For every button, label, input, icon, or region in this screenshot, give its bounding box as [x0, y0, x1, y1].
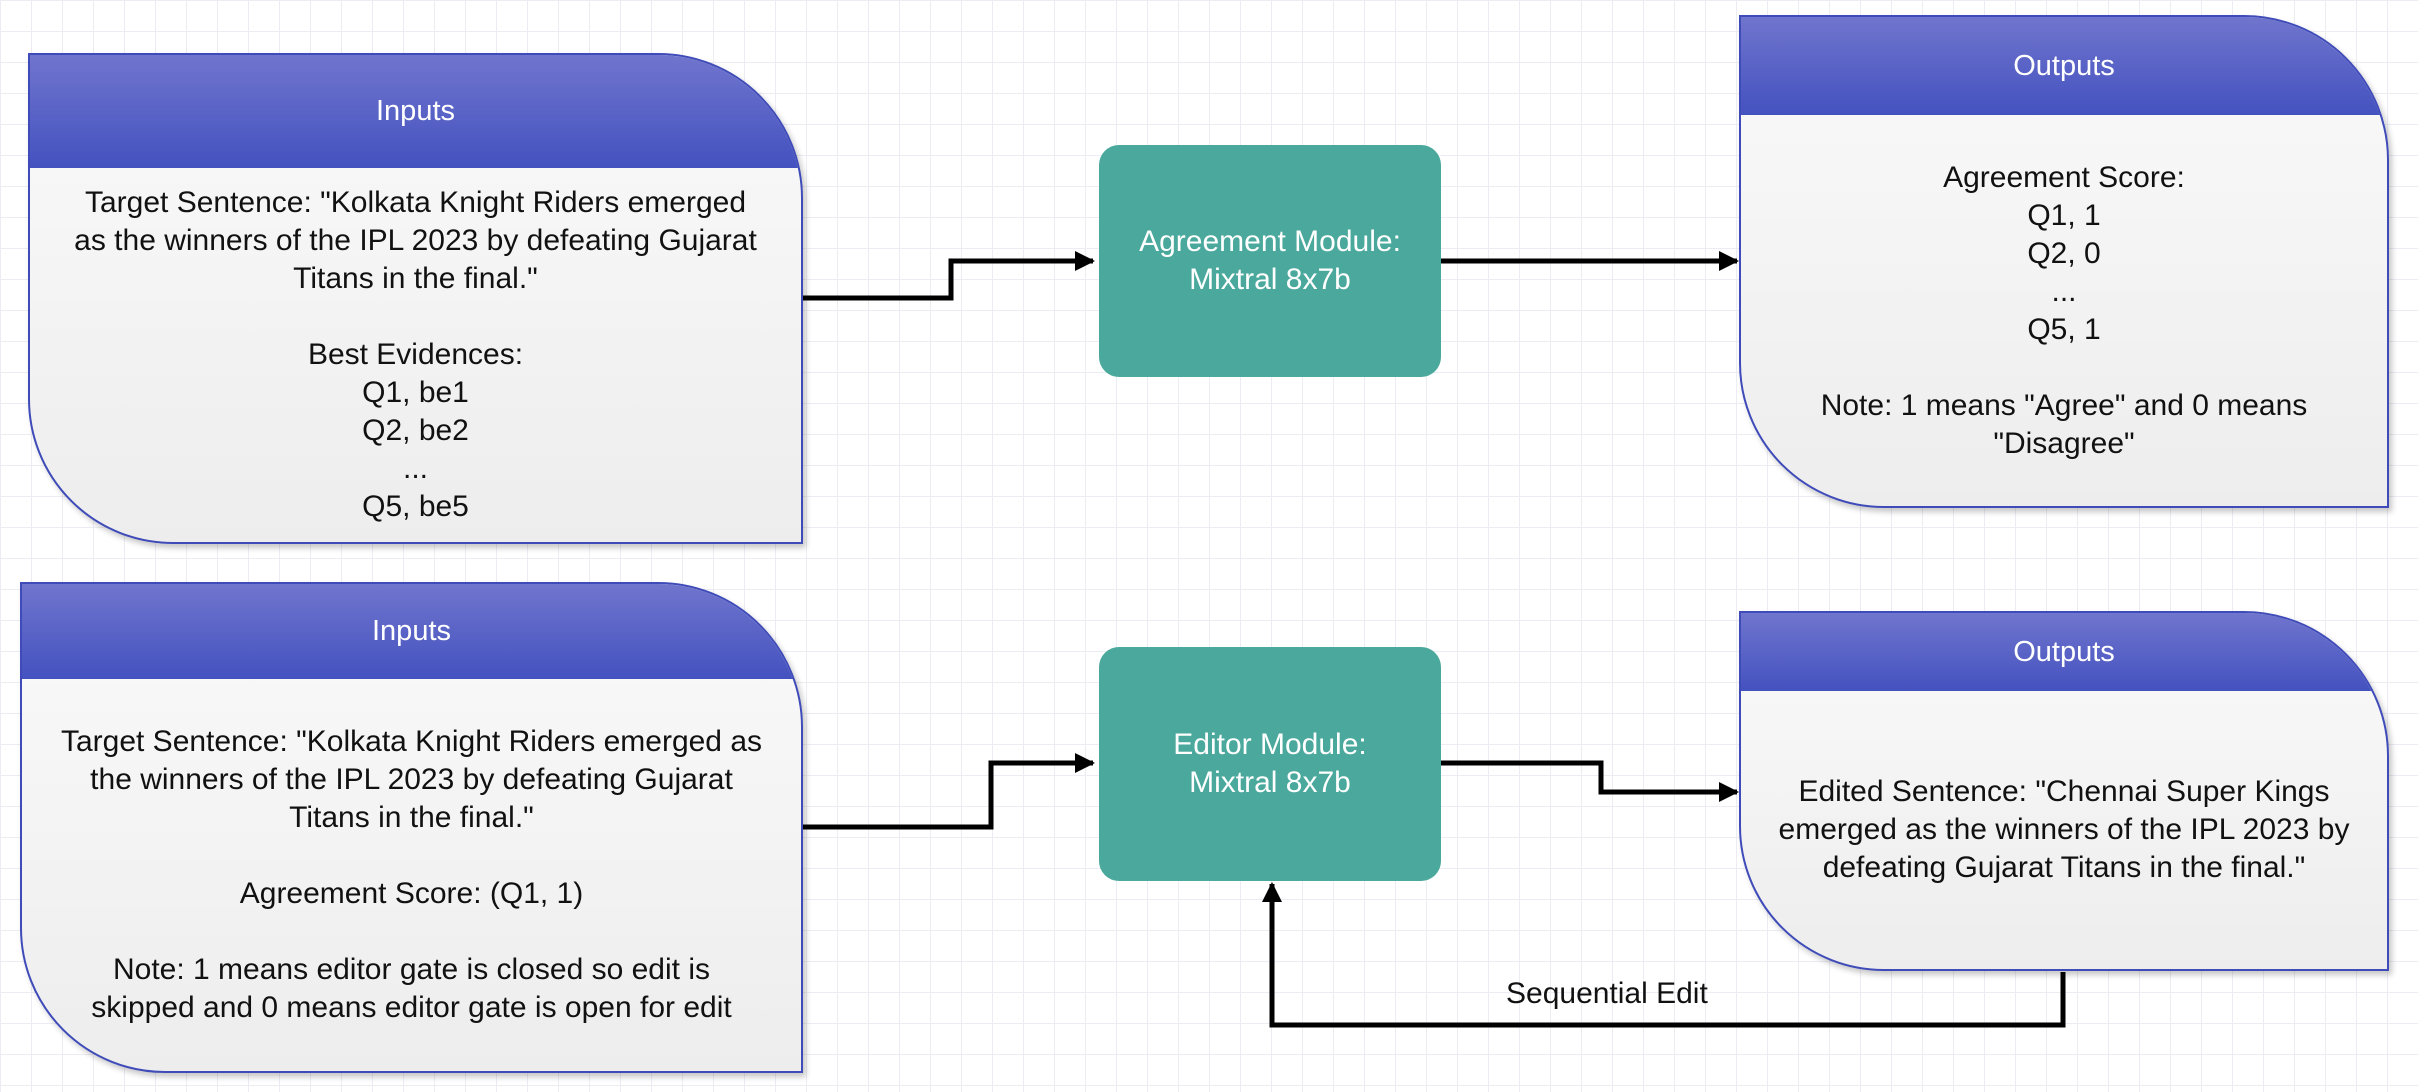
outputs-header-bottom: Outputs	[1741, 613, 2387, 691]
outputs-title-bottom: Outputs	[2013, 635, 2115, 668]
agreement-score-line: Agreement Score: (Q1, 1)	[239, 877, 584, 910]
inputs-header-bottom: Inputs	[22, 584, 801, 679]
agreement-note-line-1: Note: 1 means "Agree" and 0 means	[1820, 388, 2308, 422]
inputs-box-top: Inputs Target Sentence: "Kolkata Knight …	[28, 53, 803, 544]
inputs-body-top: Target Sentence: "Kolkata Knight Riders …	[30, 168, 801, 542]
sequential-edit-label: Sequential Edit	[1506, 977, 1708, 1010]
inputs-header-top: Inputs	[30, 55, 801, 168]
inputs-body-bottom: Target Sentence: "Kolkata Knight Riders …	[22, 679, 801, 1071]
evidence-q1: Q1, be1	[362, 376, 469, 409]
arrow-inputs-to-agreement	[803, 251, 1095, 301]
target-sentence-line-3: Titans in the final."	[289, 801, 534, 834]
outputs-body-bottom: Edited Sentence: "Chennai Super Kings em…	[1741, 691, 2387, 969]
arrow-editor-to-outputs	[1441, 760, 1739, 802]
target-sentence-line-1: Target Sentence: "Kolkata Knight Riders …	[60, 725, 763, 758]
best-evidences-heading: Best Evidences:	[307, 338, 524, 371]
target-sentence-line-2: the winners of the IPL 2023 by defeating…	[90, 763, 733, 796]
agreement-module-name: Agreement Module:	[1139, 225, 1401, 258]
target-sentence-line-1: Target Sentence: "Kolkata Knight Riders …	[84, 186, 747, 219]
target-sentence-line-2: as the winners of the IPL 2023 by defeat…	[74, 224, 757, 257]
outputs-box-bottom: Outputs Edited Sentence: "Chennai Super …	[1739, 611, 2389, 971]
score-ellipsis: ...	[2051, 274, 2077, 308]
edited-sentence-line-3: defeating Gujarat Titans in the final."	[1822, 851, 2306, 884]
arrow-inputs-to-editor	[803, 753, 1095, 830]
agreement-module: Agreement Module: Mixtral 8x7b	[1099, 145, 1441, 377]
evidence-q5: Q5, be5	[362, 490, 469, 523]
agreement-score-heading: Agreement Score:	[1943, 160, 2185, 194]
score-q5: Q5, 1	[2027, 312, 2101, 346]
editor-note-line-1: Note: 1 means editor gate is closed so e…	[113, 953, 710, 986]
agreement-module-model: Mixtral 8x7b	[1189, 263, 1351, 296]
editor-module-name: Editor Module:	[1173, 728, 1367, 761]
score-q2: Q2, 0	[2027, 236, 2101, 270]
editor-module: Editor Module: Mixtral 8x7b	[1099, 647, 1441, 881]
evidence-q2: Q2, be2	[362, 414, 469, 447]
arrow-sequential-edit-feedback	[1262, 882, 2066, 1028]
agreement-note-line-2: "Disagree"	[1993, 426, 2135, 460]
editor-module-model: Mixtral 8x7b	[1189, 766, 1351, 799]
target-sentence-line-3: Titans in the final."	[293, 262, 538, 295]
outputs-header-top: Outputs	[1741, 17, 2387, 115]
edited-sentence-line-2: emerged as the winners of the IPL 2023 b…	[1778, 813, 2350, 846]
outputs-box-top: Outputs Agreement Score: Q1, 1 Q2, 0 ...…	[1739, 15, 2389, 508]
editor-note-line-2: skipped and 0 means editor gate is open …	[91, 991, 732, 1024]
edited-sentence-line-1: Edited Sentence: "Chennai Super Kings	[1798, 775, 2330, 808]
inputs-box-bottom: Inputs Target Sentence: "Kolkata Knight …	[20, 582, 803, 1073]
evidence-ellipsis: ...	[402, 452, 428, 485]
outputs-body-top: Agreement Score: Q1, 1 Q2, 0 ... Q5, 1 N…	[1741, 115, 2387, 506]
inputs-title-bottom: Inputs	[372, 615, 451, 647]
score-q1: Q1, 1	[2027, 198, 2101, 232]
outputs-title-top: Outputs	[2013, 49, 2115, 82]
inputs-title-top: Inputs	[376, 95, 455, 127]
